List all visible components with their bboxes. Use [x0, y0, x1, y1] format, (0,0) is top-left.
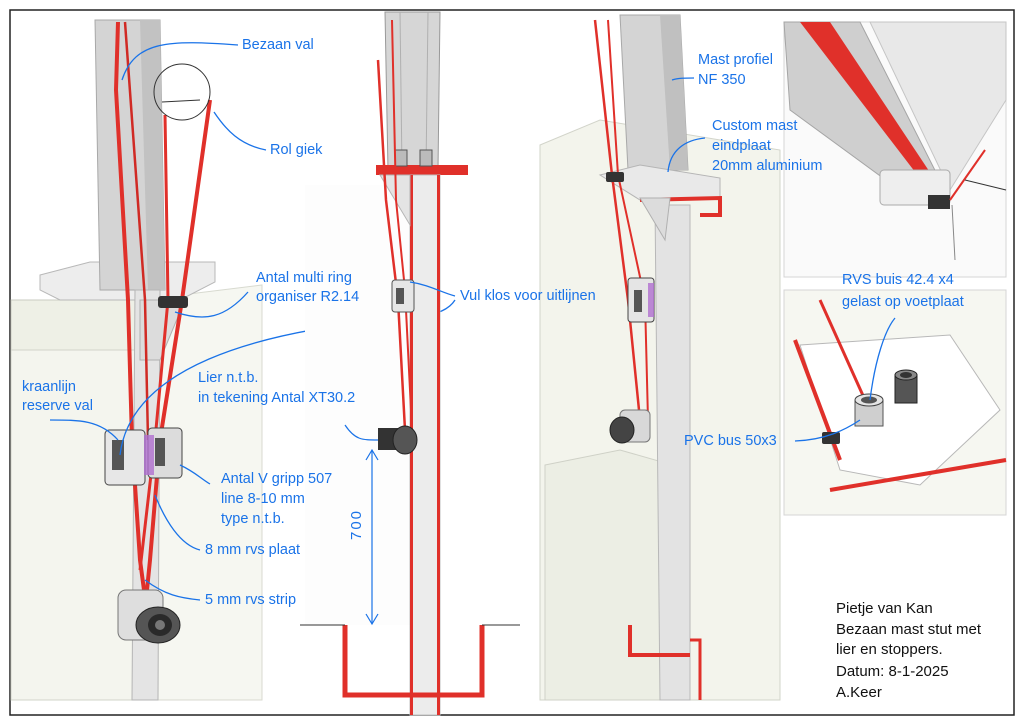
label-vgripp-line3: type n.t.b.	[221, 511, 285, 527]
label-custom-line3: 20mm aluminium	[712, 158, 823, 174]
title-block-date: Datum: 8-1-2025	[836, 663, 949, 680]
title-block-author: A.Keer	[836, 684, 882, 701]
vgripp-stoppers	[104, 427, 183, 486]
dimension-label-700: 700	[348, 508, 365, 540]
label-antal-multi-line1: Antal multi ring	[256, 270, 352, 286]
title-block-description-2: lier en stoppers.	[836, 641, 943, 658]
dimension-700	[344, 424, 379, 626]
winch-section	[378, 425, 418, 455]
label-vgripp-line1: Antal V gripp 507	[221, 471, 333, 487]
label-pvc-bus: PVC bus 50x3	[684, 433, 777, 449]
label-rvs-buis-line1: RVS buis 42.4 x4	[842, 272, 954, 288]
label-vgripp-line2: line 8-10 mm	[221, 491, 305, 507]
title-block-owner: Pietje van Kan	[836, 600, 933, 617]
label-rvs-strip: 5 mm rvs strip	[205, 592, 297, 608]
label-rol-giek: Rol giek	[270, 142, 323, 158]
rol-giek-circle	[153, 63, 211, 121]
leader-vul-klos	[409, 281, 456, 297]
label-lier-line1: Lier n.t.b.	[198, 370, 259, 386]
winch-perspective	[609, 409, 651, 444]
panel-detail-bottom	[783, 289, 1007, 516]
label-antal-multi-line2: organiser R2.14	[256, 289, 360, 305]
label-kraanlijn-line2: reserve val	[22, 398, 93, 414]
label-bezaan-val: Bezaan val	[242, 37, 314, 53]
pvc-bus	[854, 393, 884, 427]
label-rvs-buis-line2: gelast op voetplaat	[842, 294, 964, 310]
label-custom-line1: Custom mast	[712, 118, 798, 134]
title-block-description-1: Bezaan mast stut met	[836, 621, 982, 638]
label-mast-profiel-line2: NF 350	[698, 72, 746, 88]
leaders-perspective	[667, 77, 706, 173]
label-kraanlijn-line1: kraanlijn	[22, 379, 76, 395]
label-lier-line2: in tekening Antal XT30.2	[198, 390, 356, 406]
panel-left-view	[10, 19, 263, 701]
rvs-buis	[894, 369, 918, 404]
leaders-detail	[794, 317, 896, 442]
panel-perspective-view	[539, 14, 781, 701]
label-vul-klos: Vul klos voor uitlijnen	[460, 288, 596, 304]
label-mast-profiel-line1: Mast profiel	[698, 52, 773, 68]
label-custom-line2: eindplaat	[712, 138, 771, 154]
label-rvs-plaat: 8 mm rvs plaat	[205, 542, 301, 558]
panel-detail-top	[783, 21, 1007, 278]
panel-section-view	[300, 11, 520, 716]
winch-left	[117, 589, 181, 644]
